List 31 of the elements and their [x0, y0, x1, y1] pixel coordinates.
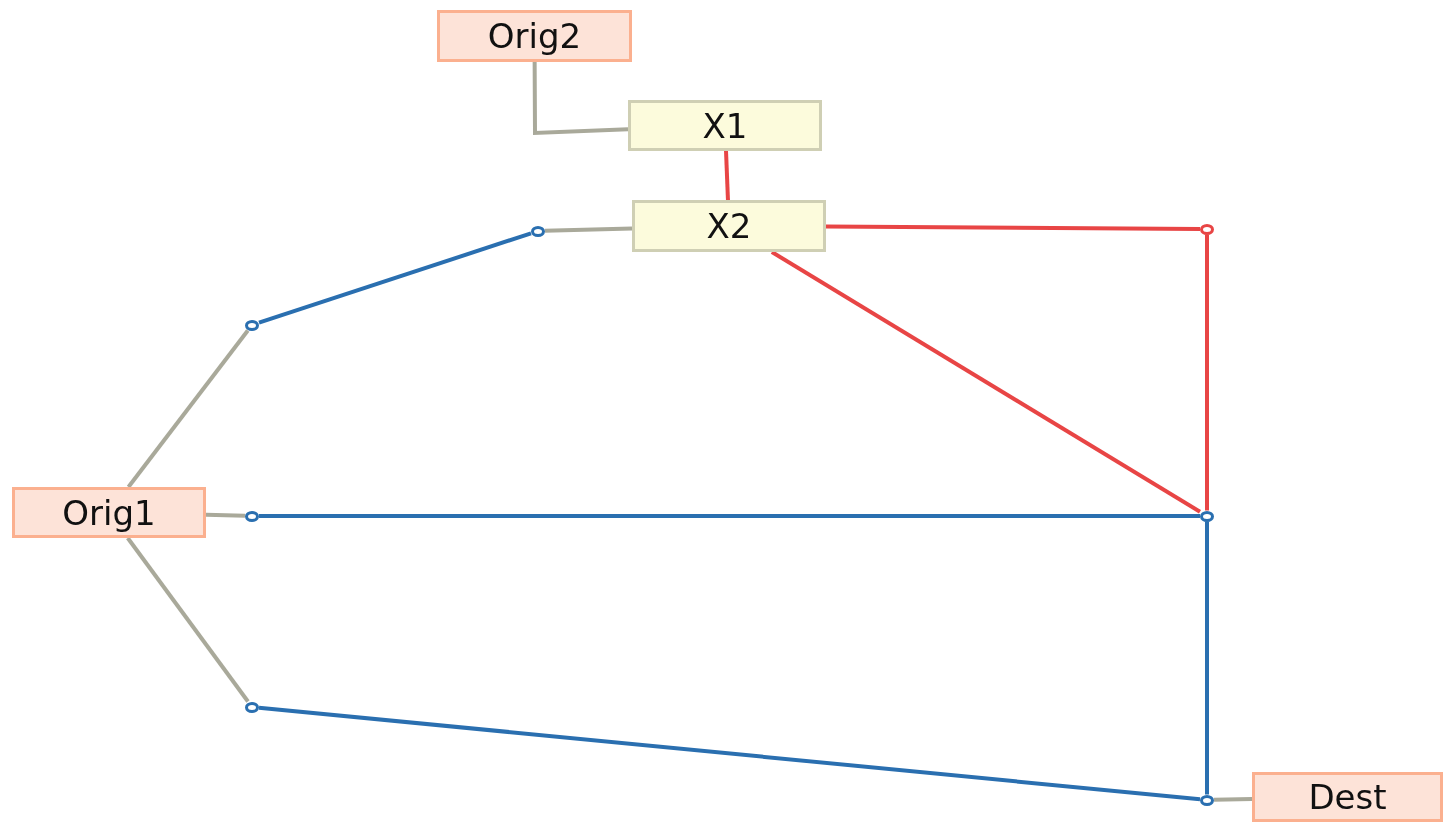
node-box [1252, 772, 1443, 822]
connector-line [126, 536, 250, 703]
node-box [632, 200, 826, 252]
connector-line [770, 250, 1202, 514]
connector-line [258, 705, 1201, 802]
connector-line [259, 514, 1200, 518]
junction-marker [531, 225, 545, 237]
junction-marker [1200, 794, 1214, 806]
node-label: X1 [702, 105, 748, 146]
node-box [437, 10, 632, 62]
junction-marker [1200, 223, 1214, 235]
connector-line [1213, 797, 1253, 802]
connector-line [126, 329, 250, 489]
connector-line [258, 231, 532, 325]
node-label: Dest [1308, 777, 1387, 817]
junction-marker [245, 701, 259, 713]
connector-line [826, 224, 1200, 231]
node-label: X2 [706, 206, 752, 246]
junction-marker [1200, 510, 1214, 522]
node-box [628, 100, 822, 151]
node-label: Orig1 [62, 492, 156, 533]
connector-line [1205, 234, 1209, 511]
node-box [12, 487, 206, 538]
connector-line [205, 512, 246, 518]
junction-marker [245, 510, 259, 522]
connector-line [544, 226, 633, 233]
connector-line [1205, 521, 1209, 795]
connector-line [532, 62, 629, 136]
connector-line [724, 150, 730, 201]
junction-marker [245, 319, 259, 331]
node-label: Orig2 [487, 16, 582, 56]
